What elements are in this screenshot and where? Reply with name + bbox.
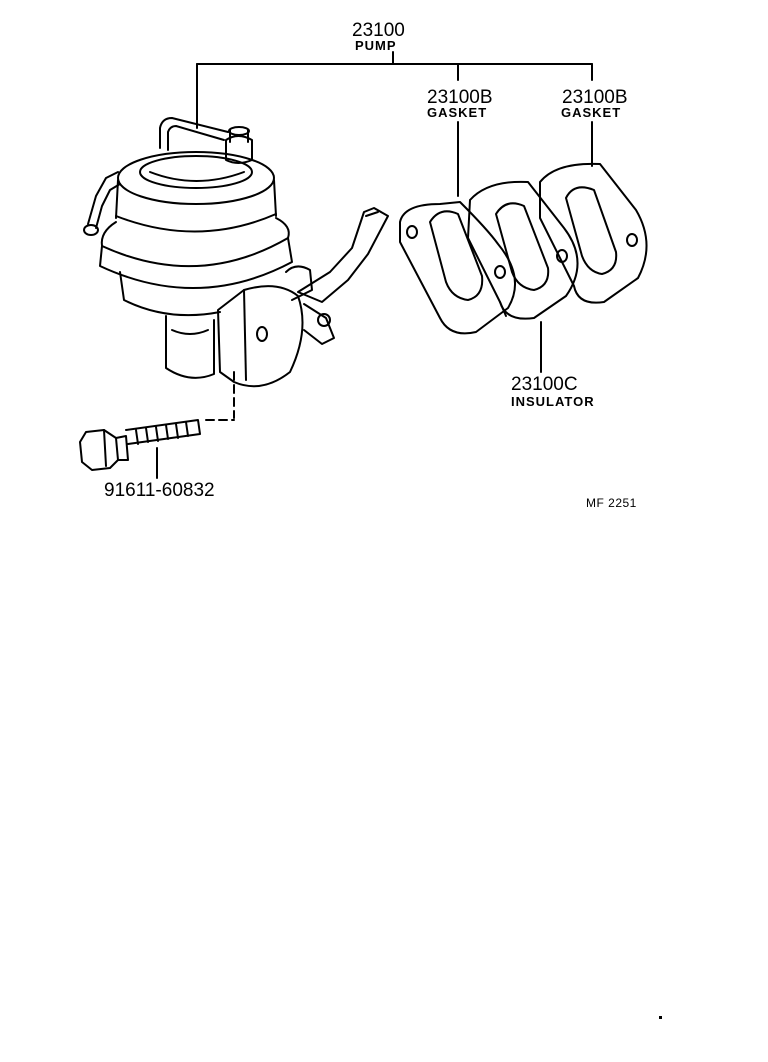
gasket-left-part-number: 23100B — [427, 87, 493, 108]
gasket-right-part-number: 23100B — [562, 87, 628, 108]
gasket-right-name: GASKET — [561, 105, 622, 120]
pump-name: PUMP — [355, 38, 397, 53]
bolt-part-number: 91611-60832 — [104, 480, 215, 501]
gasket-left-name: GASKET — [427, 105, 488, 120]
bolt-drawing — [79, 419, 201, 471]
fuel-pump-drawing — [83, 117, 389, 388]
corner-dot — [659, 1016, 662, 1019]
leader-lines — [156, 51, 593, 479]
insulator-part-number: 23100C — [511, 374, 578, 395]
gasket-insulator-drawing — [399, 162, 648, 335]
figure-reference: MF 2251 — [586, 496, 637, 510]
pump-part-number: 23100 — [352, 20, 405, 41]
insulator-name: INSULATOR — [511, 394, 595, 409]
